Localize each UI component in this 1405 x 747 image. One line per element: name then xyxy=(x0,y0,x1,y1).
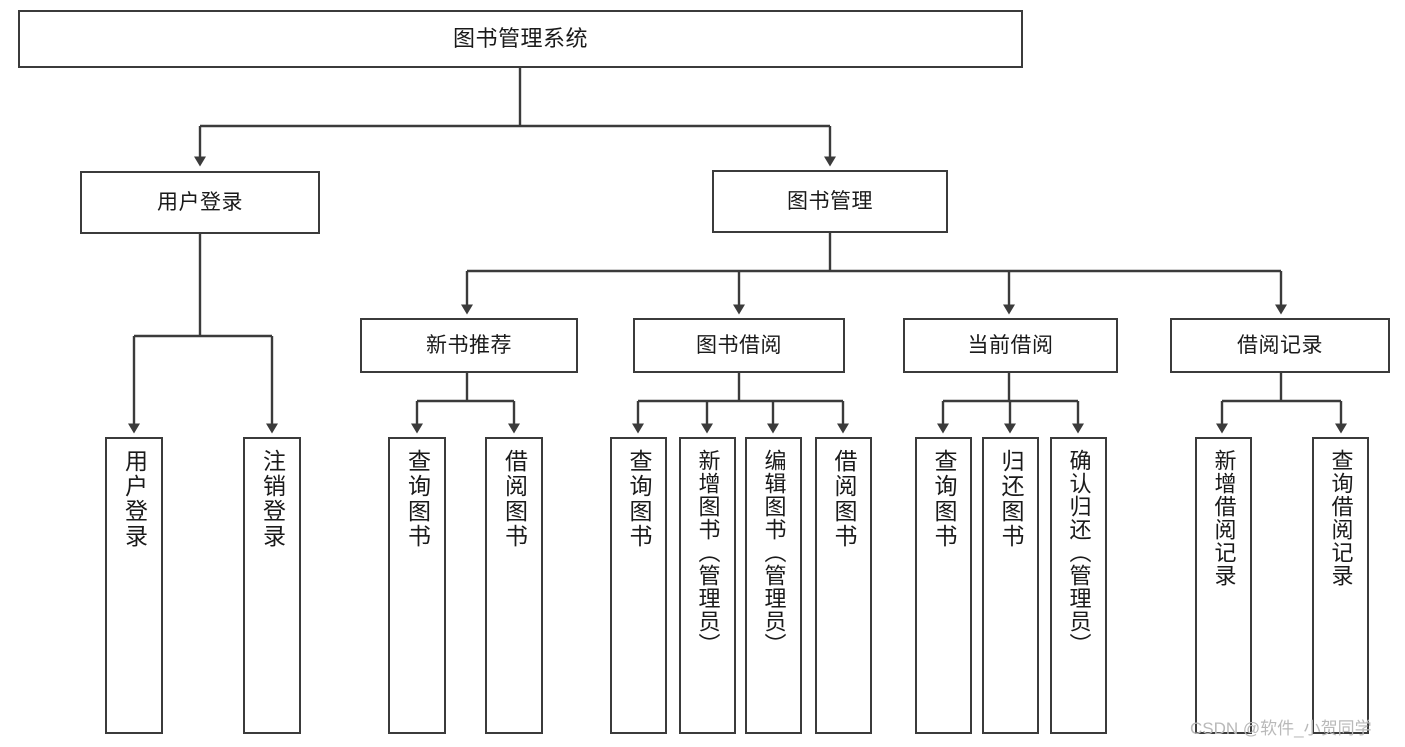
leaf-borrow-book-2-label: 借阅图书 xyxy=(831,449,857,549)
leaf-user-login-label: 用户登录 xyxy=(121,449,148,549)
leaf-query-record-label: 查询借阅记录 xyxy=(1328,449,1354,587)
leaf-edit-book[interactable]: 编辑图书（管理员） xyxy=(745,437,802,734)
node-book-manage-label: 图书管理 xyxy=(787,189,873,213)
node-borrow-record-label: 借阅记录 xyxy=(1237,333,1323,357)
leaf-add-record-label: 新增借阅记录 xyxy=(1211,449,1237,587)
node-book-manage[interactable]: 图书管理 xyxy=(712,170,948,233)
node-borrow-record[interactable]: 借阅记录 xyxy=(1170,318,1390,373)
leaf-user-logout[interactable]: 注销登录 xyxy=(243,437,301,734)
node-user-login[interactable]: 用户登录 xyxy=(80,171,320,234)
node-book-borrow[interactable]: 图书借阅 xyxy=(633,318,845,373)
leaf-query-book-2-label: 查询图书 xyxy=(626,449,652,549)
leaf-return-book-label: 归还图书 xyxy=(998,449,1024,549)
leaf-add-record[interactable]: 新增借阅记录 xyxy=(1195,437,1252,734)
leaf-query-book-1-label: 查询图书 xyxy=(404,449,431,549)
node-current-borrow[interactable]: 当前借阅 xyxy=(903,318,1118,373)
leaf-query-book-2[interactable]: 查询图书 xyxy=(610,437,667,734)
leaf-user-logout-label: 注销登录 xyxy=(259,449,286,549)
node-root-label: 图书管理系统 xyxy=(452,25,588,51)
leaf-confirm-return-label: 确认归还（管理员） xyxy=(1066,449,1092,656)
node-current-borrow-label: 当前借阅 xyxy=(967,333,1054,357)
leaf-user-login[interactable]: 用户登录 xyxy=(105,437,163,734)
leaf-query-record[interactable]: 查询借阅记录 xyxy=(1312,437,1369,734)
node-new-book-recommend-label: 新书推荐 xyxy=(426,333,512,357)
node-user-login-label: 用户登录 xyxy=(157,190,243,214)
leaf-query-book-3-label: 查询图书 xyxy=(931,449,957,549)
leaf-borrow-book-1[interactable]: 借阅图书 xyxy=(485,437,543,734)
node-root[interactable]: 图书管理系统 xyxy=(18,10,1023,68)
leaf-confirm-return[interactable]: 确认归还（管理员） xyxy=(1050,437,1107,734)
csdn-watermark: CSDN @软件_小贺同学 xyxy=(1190,719,1372,738)
leaf-query-book-3[interactable]: 查询图书 xyxy=(915,437,972,734)
leaf-add-book-label: 新增图书（管理员） xyxy=(695,449,721,656)
leaf-edit-book-label: 编辑图书（管理员） xyxy=(761,449,787,656)
leaf-add-book[interactable]: 新增图书（管理员） xyxy=(679,437,736,734)
leaf-query-book-1[interactable]: 查询图书 xyxy=(388,437,446,734)
node-book-borrow-label: 图书借阅 xyxy=(696,333,782,357)
node-new-book-recommend[interactable]: 新书推荐 xyxy=(360,318,578,373)
leaf-borrow-book-1-label: 借阅图书 xyxy=(501,449,528,549)
leaf-return-book[interactable]: 归还图书 xyxy=(982,437,1039,734)
leaf-borrow-book-2[interactable]: 借阅图书 xyxy=(815,437,872,734)
